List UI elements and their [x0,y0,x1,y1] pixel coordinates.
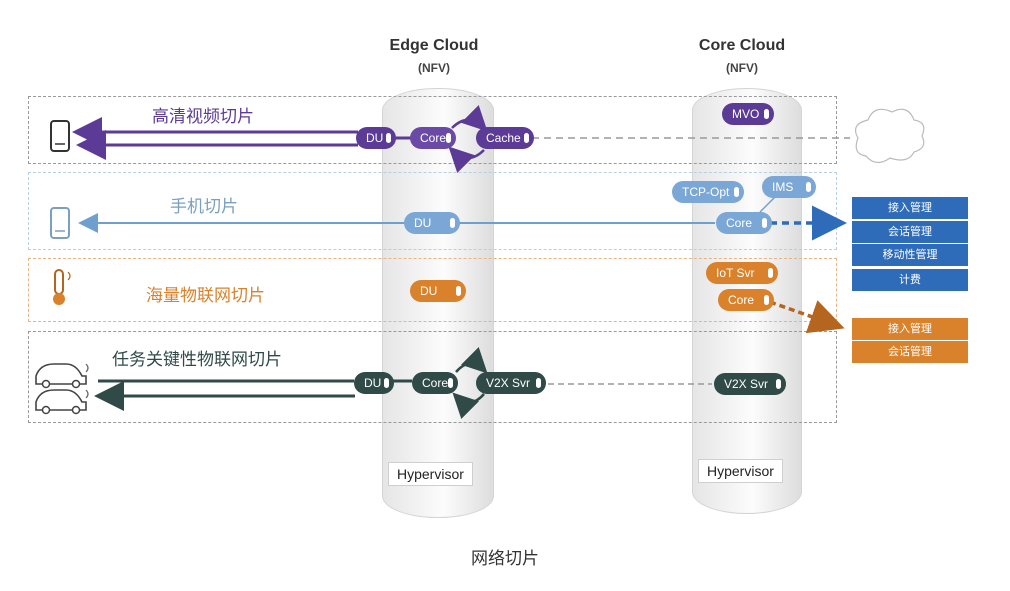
slice-box-hd-video [28,96,837,164]
node-du: DU [354,372,394,394]
node-v2x-svr-core: V2X Svr [714,373,786,395]
mgmt-billing: 计费 [852,269,968,291]
node-cache: Cache [476,127,534,149]
slice-label-hd-video: 高清视频切片 [152,107,254,127]
core-cloud-title: Core Cloud [698,37,786,54]
edge-cloud-cylinder [382,88,494,518]
car-icon [35,363,89,389]
slice-box-critical-iot [28,331,837,423]
node-core: Core [718,289,774,311]
mgmt-access-management: 接入管理 [852,197,968,219]
node-core: Core [716,212,772,234]
mgmt-session-management: 会话管理 [852,221,968,243]
core-cloud-subtitle: (NFV) [726,61,758,75]
node-core: Core [410,127,456,149]
node-v2x-svr-edge: V2X Svr [476,372,546,394]
node-du: DU [410,280,466,302]
mgmt-session-management: 会话管理 [852,341,968,363]
slice-label-massive-iot: 海量物联网切片 [146,286,265,306]
smartphone-icon [50,207,70,239]
mgmt-access-management: 接入管理 [852,318,968,340]
car-icon [35,389,89,415]
slice-label-mobile: 手机切片 [170,197,238,217]
edge-hypervisor-label: Hypervisor [388,462,473,486]
node-du: DU [356,127,396,149]
smartphone-icon [50,120,70,152]
slice-box-massive-iot [28,258,837,322]
thermometer-icon [53,269,71,305]
node-du: DU [404,212,460,234]
mgmt-mobility-management: 移动性管理 [852,244,968,266]
node-iot-svr: IoT Svr [706,262,778,284]
slice-label-critical-iot: 任务关键性物联网切片 [112,350,282,370]
core-hypervisor-label: Hypervisor [698,459,783,483]
edge-cloud-title: Edge Cloud [389,37,479,54]
node-mvo: MVO [722,103,774,125]
figure-caption: 网络切片 [471,549,539,569]
node-ims: IMS [762,176,816,198]
node-core: Core [412,372,458,394]
edge-cloud-subtitle: (NFV) [418,61,450,75]
node-tcp-opt: TCP-Opt [672,181,744,203]
